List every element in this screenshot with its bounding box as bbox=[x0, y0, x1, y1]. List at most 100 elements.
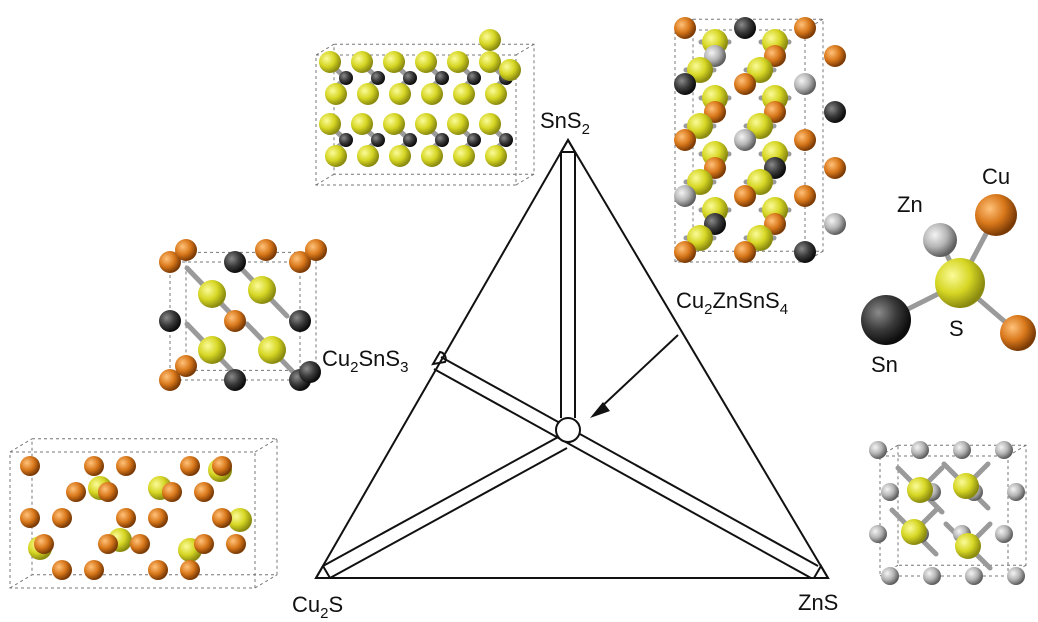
s-atom bbox=[953, 473, 979, 499]
s-atom bbox=[499, 59, 521, 81]
cu-atom-top bbox=[975, 194, 1017, 236]
triangle-outline bbox=[314, 138, 830, 579]
crystal-cu2sns3 bbox=[159, 239, 327, 391]
zn-atom bbox=[1007, 483, 1025, 501]
zn-atom bbox=[881, 567, 899, 585]
s-atom bbox=[351, 113, 373, 135]
sn-atom bbox=[794, 241, 816, 263]
s-atom bbox=[383, 51, 405, 73]
sn-atom bbox=[289, 310, 311, 332]
cu-atom bbox=[34, 534, 54, 554]
cu-atom bbox=[98, 534, 118, 554]
zn-atom bbox=[923, 223, 957, 257]
cu-atom-bottom bbox=[1000, 315, 1036, 351]
cu-atom bbox=[212, 508, 232, 528]
ternary-triangle bbox=[314, 138, 830, 579]
s-atom bbox=[687, 169, 713, 195]
cu-atom bbox=[175, 355, 197, 377]
zns-corner-marker bbox=[812, 564, 830, 579]
cu-atom bbox=[824, 157, 846, 179]
sn-atom bbox=[224, 369, 246, 391]
s-atom bbox=[258, 336, 286, 364]
zn-atom bbox=[965, 567, 983, 585]
cu-atom bbox=[212, 456, 232, 476]
s-atom bbox=[453, 145, 475, 167]
cu-atom bbox=[305, 239, 327, 261]
label-zn: Zn bbox=[897, 192, 923, 217]
tie-line-cu2s-lower bbox=[329, 447, 568, 579]
cu-atom bbox=[794, 185, 816, 207]
s-atom bbox=[479, 113, 501, 135]
cu-atom bbox=[674, 241, 696, 263]
s-atom bbox=[453, 83, 475, 105]
cu-atom bbox=[794, 129, 816, 151]
cu-atom bbox=[20, 456, 40, 476]
s-atom bbox=[901, 519, 927, 545]
s-atom bbox=[907, 477, 933, 503]
s-atom bbox=[389, 83, 411, 105]
sn-atom bbox=[339, 71, 353, 85]
cu-atom bbox=[84, 456, 104, 476]
cu-atom bbox=[734, 185, 756, 207]
s-atom bbox=[383, 113, 405, 135]
cu-atom bbox=[52, 560, 72, 580]
cu-atom bbox=[194, 482, 214, 502]
cu-atom bbox=[674, 129, 696, 151]
s-atom bbox=[747, 225, 773, 251]
sn-atom bbox=[435, 133, 449, 147]
zn-atom bbox=[869, 525, 887, 543]
sn-atom bbox=[734, 17, 756, 39]
zn-atom bbox=[824, 213, 846, 235]
label-s: S bbox=[949, 316, 964, 341]
cu-atom bbox=[734, 73, 756, 95]
cu-atom bbox=[824, 45, 846, 67]
s-atom bbox=[485, 83, 507, 105]
cu-atom bbox=[194, 534, 214, 554]
s-atom bbox=[325, 145, 347, 167]
cu-atom bbox=[226, 534, 246, 554]
zn-atom bbox=[1007, 567, 1025, 585]
czts-point-marker bbox=[555, 417, 581, 443]
s-atom bbox=[485, 145, 507, 167]
s-atom bbox=[415, 113, 437, 135]
zn-atom bbox=[881, 483, 899, 501]
cu-atom bbox=[52, 508, 72, 528]
s-atom bbox=[747, 169, 773, 195]
cu-atom bbox=[148, 508, 168, 528]
cu-atom bbox=[116, 508, 136, 528]
zn-atom bbox=[995, 441, 1013, 459]
zn-atom bbox=[923, 567, 941, 585]
sn-atom bbox=[299, 361, 321, 383]
bond-diagram: Zn Cu S Sn bbox=[861, 164, 1036, 377]
cu-atom bbox=[130, 534, 150, 554]
sn-atom bbox=[674, 73, 696, 95]
zn-atom bbox=[794, 73, 816, 95]
crystal-cu2s bbox=[9, 438, 278, 589]
label-sns2: SnS2 bbox=[540, 108, 590, 138]
s-atom bbox=[935, 258, 985, 308]
sn-atom bbox=[403, 133, 417, 147]
crystal-zns bbox=[869, 441, 1027, 585]
label-sn: Sn bbox=[871, 352, 898, 377]
zn-atom bbox=[995, 525, 1013, 543]
crystal-sns2 bbox=[315, 29, 535, 186]
s-atom bbox=[325, 83, 347, 105]
sn-atom bbox=[339, 133, 353, 147]
s-atom bbox=[447, 113, 469, 135]
sn-atom bbox=[403, 71, 417, 85]
s-atom bbox=[248, 276, 276, 304]
s-atom bbox=[389, 145, 411, 167]
label-zns: ZnS bbox=[798, 590, 838, 615]
cu-atom bbox=[162, 482, 182, 502]
s-atom bbox=[357, 83, 379, 105]
s-atom bbox=[747, 57, 773, 83]
s-atom bbox=[351, 51, 373, 73]
s-atom bbox=[319, 113, 341, 135]
s-atom bbox=[198, 336, 226, 364]
label-czts: Cu2ZnSnS4 bbox=[676, 288, 788, 318]
s-atom bbox=[687, 225, 713, 251]
s-atom bbox=[357, 145, 379, 167]
cu-atom bbox=[159, 251, 181, 273]
